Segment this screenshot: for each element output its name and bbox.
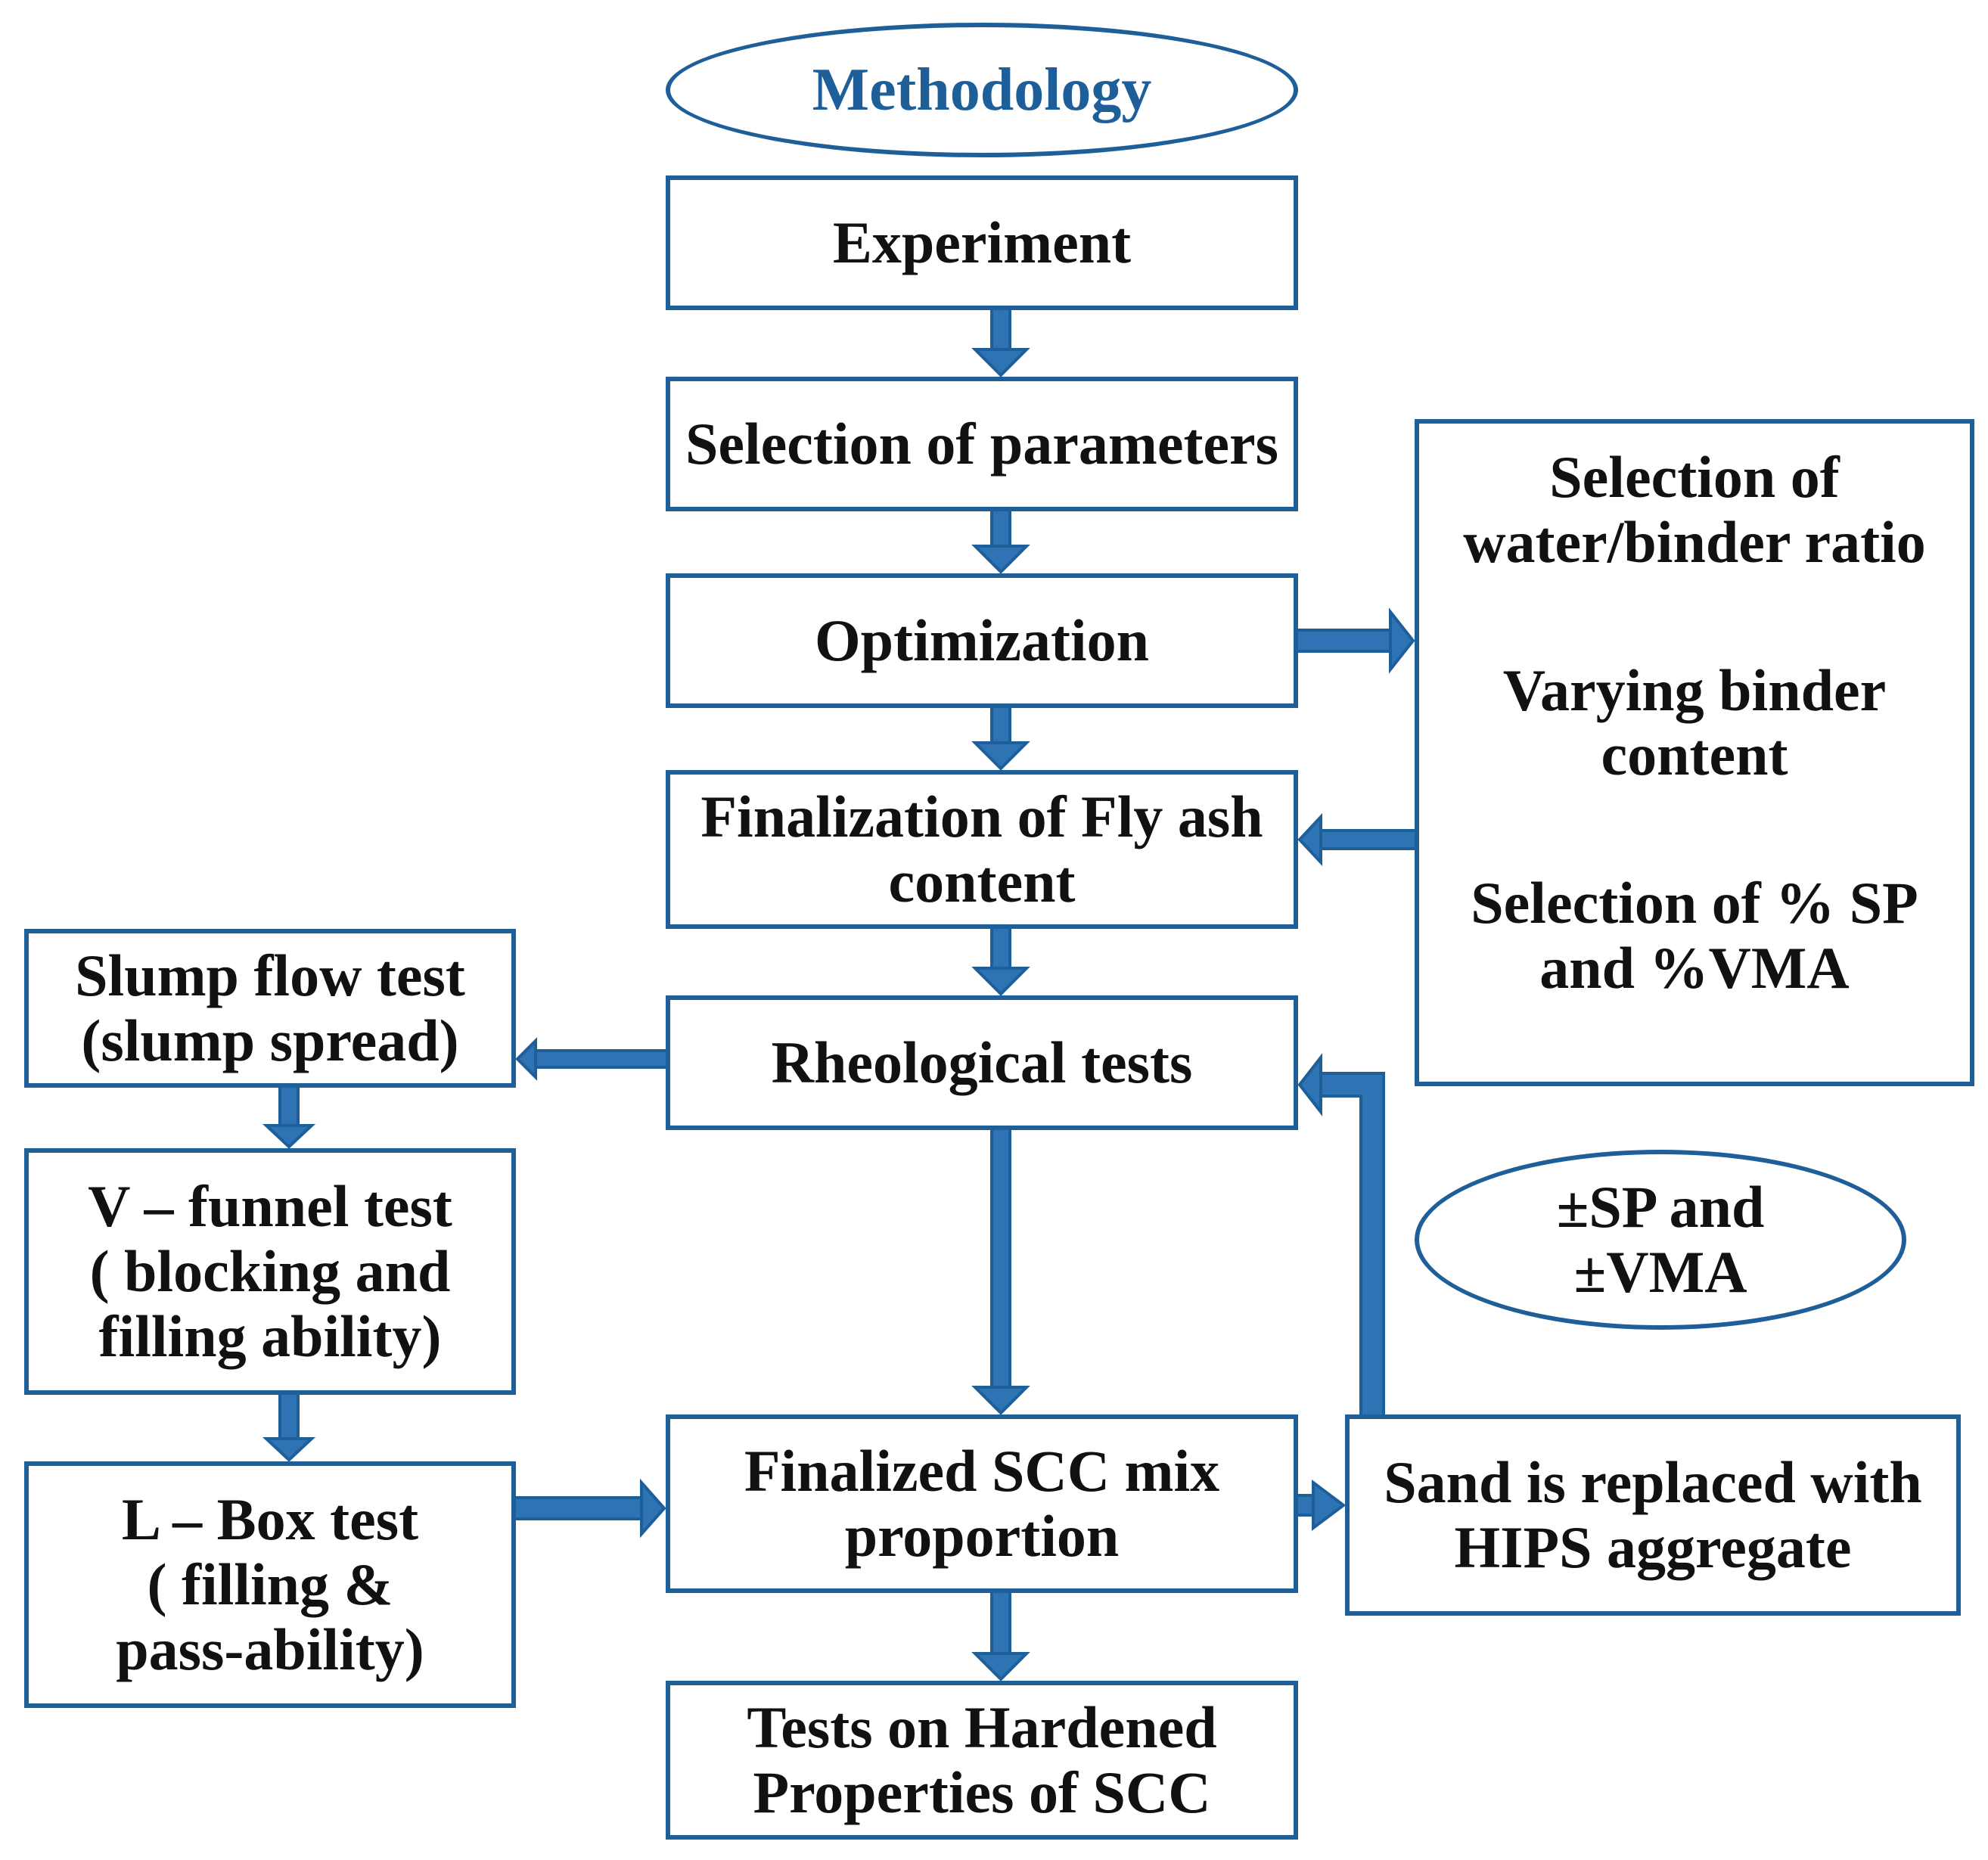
sp-vma-ellipse: ±SP and±VMA: [1415, 1150, 1906, 1330]
finalization-fly-ash-line-2: content: [888, 849, 1076, 914]
sand-replaced-line-2: HIPS aggregate: [1454, 1514, 1852, 1580]
experiment-box: Experiment: [666, 175, 1298, 310]
sp-vma-line-1: ±SP and: [1556, 1174, 1765, 1241]
l-box-test-box: L – Box test( filling &pass-ability): [24, 1461, 516, 1708]
methodology-ellipse: Methodology: [666, 23, 1298, 157]
optimization-steps-line-1: Selection of: [1549, 444, 1840, 510]
arrow-sand-to-rheological: [1297, 1053, 1385, 1414]
finalization-fly-ash-line-1: Finalization of Fly ash: [700, 784, 1263, 850]
sp-vma-line-2: ±VMA: [1573, 1239, 1747, 1305]
slump-flow-line-1: Slump flow test: [75, 942, 465, 1009]
optimization-steps-line-7: Selection of % SP: [1471, 870, 1918, 936]
rheological-tests-line-1: Rheological tests: [771, 1029, 1193, 1096]
arrow-parameters-to-optimization: [971, 511, 1030, 574]
optimization-box: Optimization: [666, 573, 1298, 708]
arrow-optimization-to-flyash: [971, 708, 1030, 771]
tests-hardened-line-1: Tests on Hardened: [747, 1694, 1217, 1761]
optimization-steps-line-5: content: [1601, 722, 1788, 788]
v-funnel-line-3: filling ability): [98, 1303, 442, 1369]
selection-of-parameters-box: Selection of parameters: [666, 377, 1298, 511]
slump-flow-line-2: (slump spread): [81, 1008, 459, 1073]
arrow-flyash-to-rheological: [971, 929, 1030, 996]
l-box-line-2: ( filling &: [147, 1551, 393, 1618]
optimization-steps-line-4: Varying binder: [1502, 657, 1887, 723]
experiment-line-1: Experiment: [832, 210, 1132, 276]
arrow-steps-to-flyash: [1297, 812, 1415, 867]
v-funnel-line-1: V – funnel test: [88, 1173, 452, 1240]
arrow-vfunnel-to-lbox: [262, 1395, 316, 1462]
arrow-experiment-to-parameters: [971, 310, 1030, 377]
arrow-rheological-to-slump: [515, 1037, 666, 1081]
methodology-line-1: Methodology: [812, 57, 1152, 123]
slump-flow-test-box: Slump flow test(slump spread): [24, 929, 516, 1088]
tests-hardened-line-2: Properties of SCC: [753, 1759, 1211, 1825]
v-funnel-line-2: ( blocking and: [89, 1238, 451, 1305]
arrow-finalized-to-sand: [1298, 1480, 1347, 1531]
arrow-finalized-to-hardened: [971, 1593, 1030, 1681]
l-box-line-1: L – Box test: [121, 1486, 419, 1553]
arrow-lbox-to-finalized: [516, 1478, 666, 1539]
optimization-steps-line-8: and %VMA: [1539, 934, 1850, 1001]
sand-replaced-line-1: Sand is replaced with: [1384, 1449, 1922, 1516]
optimization-steps-line-2: water/binder ratio: [1463, 508, 1926, 575]
optimization-line-1: Optimization: [815, 607, 1149, 674]
finalized-scc-mix-line-1: Finalized SCC mix: [744, 1438, 1220, 1504]
l-box-line-3: pass-ability): [116, 1616, 424, 1682]
arrow-slump-to-vfunnel: [262, 1088, 316, 1149]
finalized-scc-mix-line-2: proportion: [844, 1503, 1120, 1569]
rheological-tests-box: Rheological tests: [666, 995, 1298, 1130]
selection-parameters-line-1: Selection of parameters: [685, 411, 1279, 477]
arrow-rheological-to-finalized: [971, 1130, 1030, 1415]
arrow-optimization-to-steps: [1298, 607, 1415, 674]
